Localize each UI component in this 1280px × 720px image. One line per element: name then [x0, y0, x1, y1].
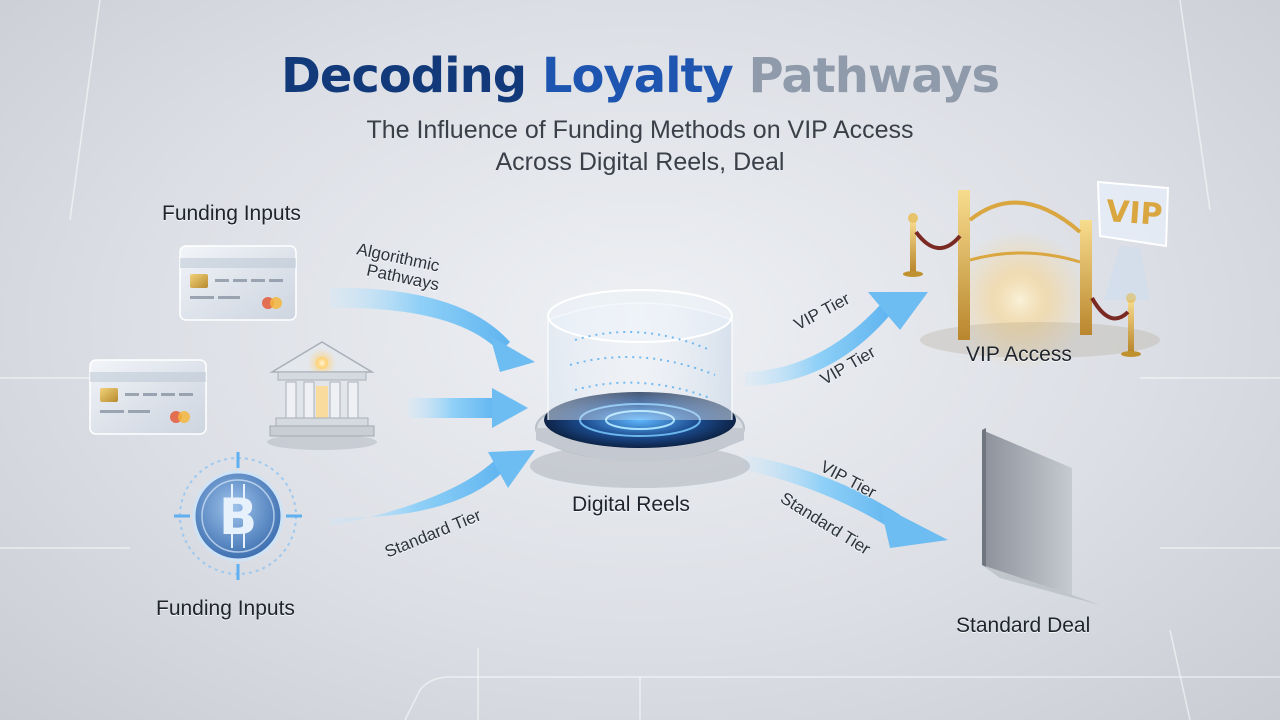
- bank-icon: [267, 341, 377, 450]
- svg-text:B: B: [219, 488, 257, 546]
- arrow-lower: [745, 455, 948, 548]
- standard-deal-label: Standard Deal: [956, 614, 1091, 637]
- reel-cylinder-icon: [530, 289, 750, 488]
- title-part-1: Decoding: [280, 48, 527, 104]
- digital-reels-label: Digital Reels: [572, 493, 690, 516]
- funding-inputs-bottom-label: Funding Inputs: [156, 597, 295, 620]
- arrow-standard-left: [330, 450, 535, 526]
- title-part-2: Loyalty: [541, 48, 734, 104]
- arrow-bank: [408, 388, 528, 428]
- subtitle-line-2: Across Digital Reels, Deal: [495, 148, 785, 176]
- vip-gate-icon: [903, 180, 1170, 370]
- bitcoin-icon: B: [174, 452, 302, 580]
- credit-card-icon: [179, 245, 297, 321]
- page-title: Decoding Loyalty Pathways: [0, 48, 1280, 104]
- subtitle-line-1: The Influence of Funding Methods on VIP …: [366, 116, 914, 144]
- vip-sign-text: VIP: [1104, 194, 1164, 233]
- vip-access-label: VIP Access: [966, 343, 1072, 366]
- arrow-vip-upper: [745, 292, 928, 386]
- standard-door-icon: [982, 428, 1100, 605]
- arrow-algorithmic: [330, 287, 535, 372]
- funding-inputs-top-label: Funding Inputs: [162, 202, 301, 225]
- title-part-3: Pathways: [748, 48, 1001, 104]
- credit-card-icon: [89, 359, 207, 435]
